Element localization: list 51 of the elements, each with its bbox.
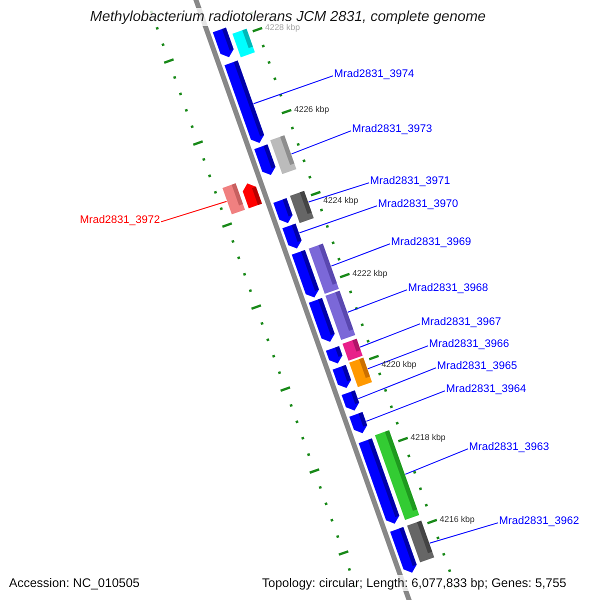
scale-label: 4218 kbp <box>410 432 446 442</box>
gene-label: Mrad2831_3971 <box>370 175 450 188</box>
leader-line <box>347 289 408 313</box>
leader-line <box>253 75 334 104</box>
gene-label: Mrad2831_3973 <box>352 123 432 136</box>
leader-line <box>429 522 498 544</box>
gene-box <box>325 290 356 340</box>
scale-label: 4216 kbp <box>440 514 475 524</box>
gene-feature <box>282 224 302 249</box>
gene-label: Mrad2831_3968 <box>408 282 488 295</box>
gene-feature <box>326 346 342 364</box>
gene-box <box>308 244 339 294</box>
gene-feature <box>242 183 262 208</box>
scale-label: 4220 kbp <box>381 358 416 369</box>
gene-feature <box>332 364 352 388</box>
leader-line <box>308 182 370 202</box>
scale-label: 4224 kbp <box>323 194 358 205</box>
gene-box <box>270 135 296 174</box>
leader-line <box>330 243 390 267</box>
gene-box <box>349 358 372 388</box>
leader-line <box>367 345 428 370</box>
gene-feature <box>349 412 368 434</box>
gene-feature <box>342 390 360 411</box>
gene-feature <box>224 60 264 143</box>
gene-label: Mrad2831_3972 <box>80 214 160 227</box>
leader-line <box>291 130 352 154</box>
gene-label: Mrad2831_3965 <box>437 360 518 373</box>
gene-label: Mrad2831_3962 <box>499 515 580 528</box>
leader-line <box>360 323 420 348</box>
gene-label: Mrad2831_3974 <box>334 68 414 81</box>
gene-label: Mrad2831_3969 <box>391 236 472 249</box>
leader-line <box>366 390 446 422</box>
gene-label: Mrad2831_3963 <box>469 441 550 454</box>
gene-feature <box>273 198 293 224</box>
gene-label: Mrad2831_3967 <box>421 316 502 329</box>
leader-line <box>298 205 378 234</box>
leader-line <box>358 367 436 400</box>
gene-feature <box>212 28 234 58</box>
leader-line <box>160 200 228 222</box>
leader-line <box>404 448 468 475</box>
gene-label: Mrad2831_3964 <box>446 383 526 396</box>
gene-box <box>232 28 255 58</box>
gene-box <box>342 338 363 361</box>
gene-label: Mrad2831_3966 <box>429 338 510 351</box>
gene-box <box>222 183 245 214</box>
gene-feature <box>254 144 276 176</box>
scale-label: 4226 kbp <box>294 104 330 114</box>
scale-label: 4222 kbp <box>352 268 388 278</box>
gene-box <box>407 520 434 562</box>
gene-box <box>290 190 314 224</box>
gene-label: Mrad2831_3970 <box>378 198 458 211</box>
